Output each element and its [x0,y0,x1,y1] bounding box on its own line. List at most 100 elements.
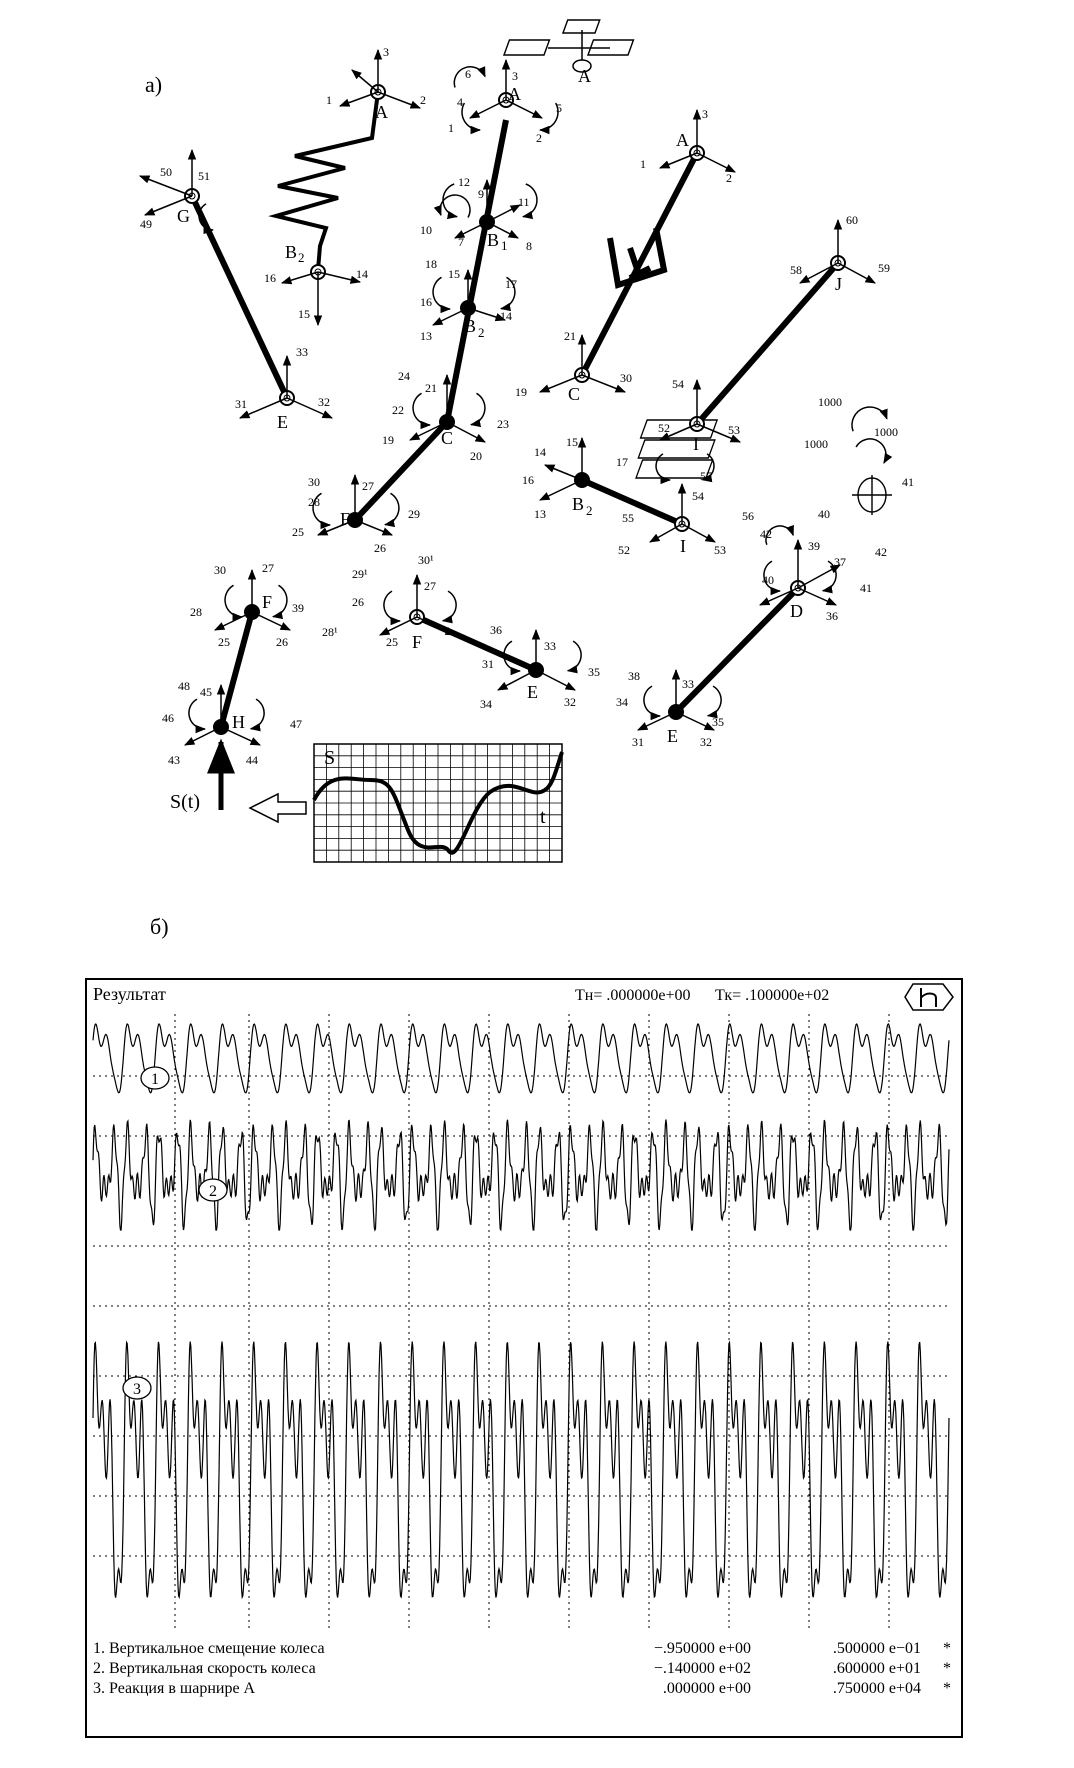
legend-max-3: .750000 e+04 [832,1680,921,1697]
axis-number-40: 30 [620,371,632,385]
legend-label-1: 1. Вертикальное смещение колеса [93,1640,325,1657]
axis-number-48: 30 [308,475,320,489]
axis-number-56: 14 [534,445,546,459]
axis-number-95: 48 [178,679,190,693]
axis-number-17: 11 [518,195,530,209]
axis-number-61: 56 [742,509,754,523]
axis-number-11: 2 [726,171,732,185]
label-b2-spring: B [285,242,297,262]
label-subscript-2: 2 [298,250,305,265]
axis-number-44: 59 [878,261,890,275]
time-start: Тн= .000000e+00 [575,987,691,1004]
label-e2: E [527,682,538,702]
input-label: S(t) [170,791,200,813]
axis-number-91: 34 [616,695,628,709]
axis-number-80: 26 [352,595,364,609]
curve-1 [92,1023,950,1094]
axis-number-15: 12 [458,175,470,189]
axis-number-93: 31 [632,735,644,749]
legend-label-3: 3. Реакция в шарнире А [93,1680,256,1697]
legend-label-2: 2. Вертикальная скорость колеса [93,1660,316,1677]
legend-min-3: .000000 e+00 [662,1680,751,1697]
label-e1: E [277,412,288,432]
h-logo-icon[interactable] [903,980,955,1014]
signal-label-t: t [540,806,546,828]
damper [607,227,668,289]
axis-number-16: 9 [478,187,484,201]
axis-number-42: 60 [846,213,858,227]
axis-number-97: 46 [162,711,174,725]
axis-number-83: 36 [490,623,502,637]
axis-number-74: 39 [292,601,304,615]
axis-number-22: 15 [448,267,460,281]
axis-number-105: 40 [818,507,830,521]
axis-number-65: 42 [760,527,772,541]
axis-number-28: 14 [356,267,368,281]
svg-text:1: 1 [151,1071,159,1088]
axis-number-60: 54 [692,489,704,503]
axis-number-70: 36 [826,609,838,623]
legend-mark-3[interactable]: * [943,1680,951,1697]
axis-number-5: 4 [457,95,463,109]
axis-number-35: 22 [392,403,404,417]
axis-number-66: 39 [808,539,820,553]
axis-number-19: 7 [458,235,464,249]
axis-number-14: 49 [140,217,152,231]
axis-number-12: 51 [198,169,210,183]
results-plot: 123 [92,1014,950,1632]
legend-mark-1[interactable]: * [943,1640,951,1657]
legend-min-1: −.950000 e+00 [653,1640,751,1657]
axis-number-98: 47 [290,717,302,731]
label-b2b: B [572,494,584,514]
axis-number-45: 54 [672,377,684,391]
spring [268,91,380,271]
axis-number-36: 23 [497,417,509,431]
axis-number-20: 8 [526,239,532,253]
mechanism-diagram: а) S t [139,19,914,863]
axis-number-76: 26 [276,635,288,649]
axis-number-96: 45 [200,685,212,699]
axis-number-99: 43 [168,753,180,767]
label-a1: A [375,102,388,122]
satellite-icon [502,19,635,73]
svg-text:3: 3 [133,1381,141,1398]
axis-number-62: 55 [622,511,634,525]
axis-number-50: 28 [308,495,320,509]
axis-number-90: 33 [682,677,694,691]
time-end: Тк= .100000e+02 [715,987,830,1004]
axis-number-57: 16 [522,473,534,487]
axis-number-69: 41 [860,581,872,595]
label-i1: I [693,434,699,454]
axis-number-54: 15 [566,435,578,449]
axis-number-82: 25 [386,635,398,649]
curve-3 [92,1340,950,1600]
axis-number-10: 1 [640,157,646,171]
axis-number-47: 53 [728,423,740,437]
axis-number-92: 35 [712,715,724,729]
label-subscript-3: 2 [586,503,593,518]
legend-max-2: .600000 e+01 [832,1660,921,1677]
label-i2: I [680,536,686,556]
caption-b: б) [150,914,169,939]
label-h: H [232,712,245,732]
axis-number-55: 17 [616,455,628,469]
legend-mark-2[interactable]: * [943,1660,951,1677]
axis-number-41: 19 [515,385,527,399]
axis-number-4: 6 [465,67,471,81]
axis-number-106: 42 [875,545,887,559]
axis-number-104: 41 [902,475,914,489]
axis-number-1: 1 [326,93,332,107]
axis-number-102: 1000 [874,425,898,439]
curve-2 [92,1119,950,1232]
axis-number-58: 13 [534,507,546,521]
axis-number-38: 20 [470,449,482,463]
axis-number-51: 29 [408,507,420,521]
axis-number-24: 16 [420,295,432,309]
axis-number-85: 35 [588,665,600,679]
label-j: J [835,274,842,294]
axis-number-23: 17 [505,277,517,291]
curve-marker-3: 3 [122,1376,152,1400]
axis-number-84: 33 [544,639,556,653]
label-c2: C [568,384,580,404]
